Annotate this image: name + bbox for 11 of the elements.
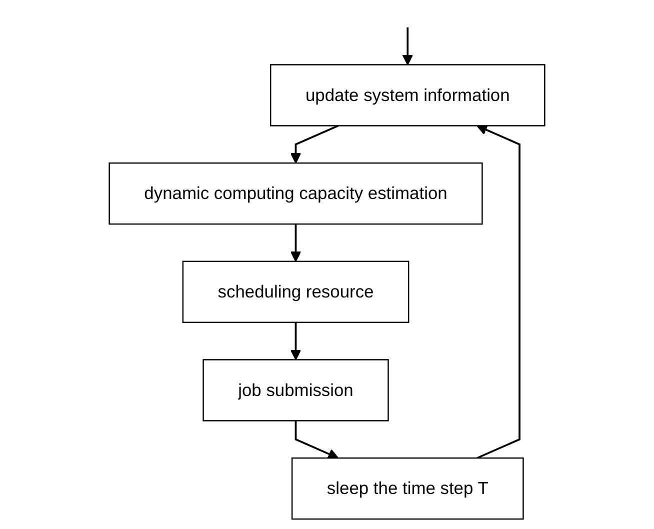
node-box: sleep the time step T bbox=[291, 457, 524, 520]
arrow bbox=[476, 124, 520, 459]
node-box: job submission bbox=[202, 359, 389, 422]
node-box: dynamic computing capacity estimation bbox=[108, 162, 483, 225]
node-box: scheduling resource bbox=[182, 260, 410, 323]
arrow bbox=[402, 27, 414, 66]
arrow bbox=[290, 124, 339, 164]
arrow bbox=[290, 322, 302, 360]
node-box: update system information bbox=[270, 64, 546, 126]
arrow bbox=[294, 420, 339, 460]
arrow bbox=[290, 224, 302, 262]
